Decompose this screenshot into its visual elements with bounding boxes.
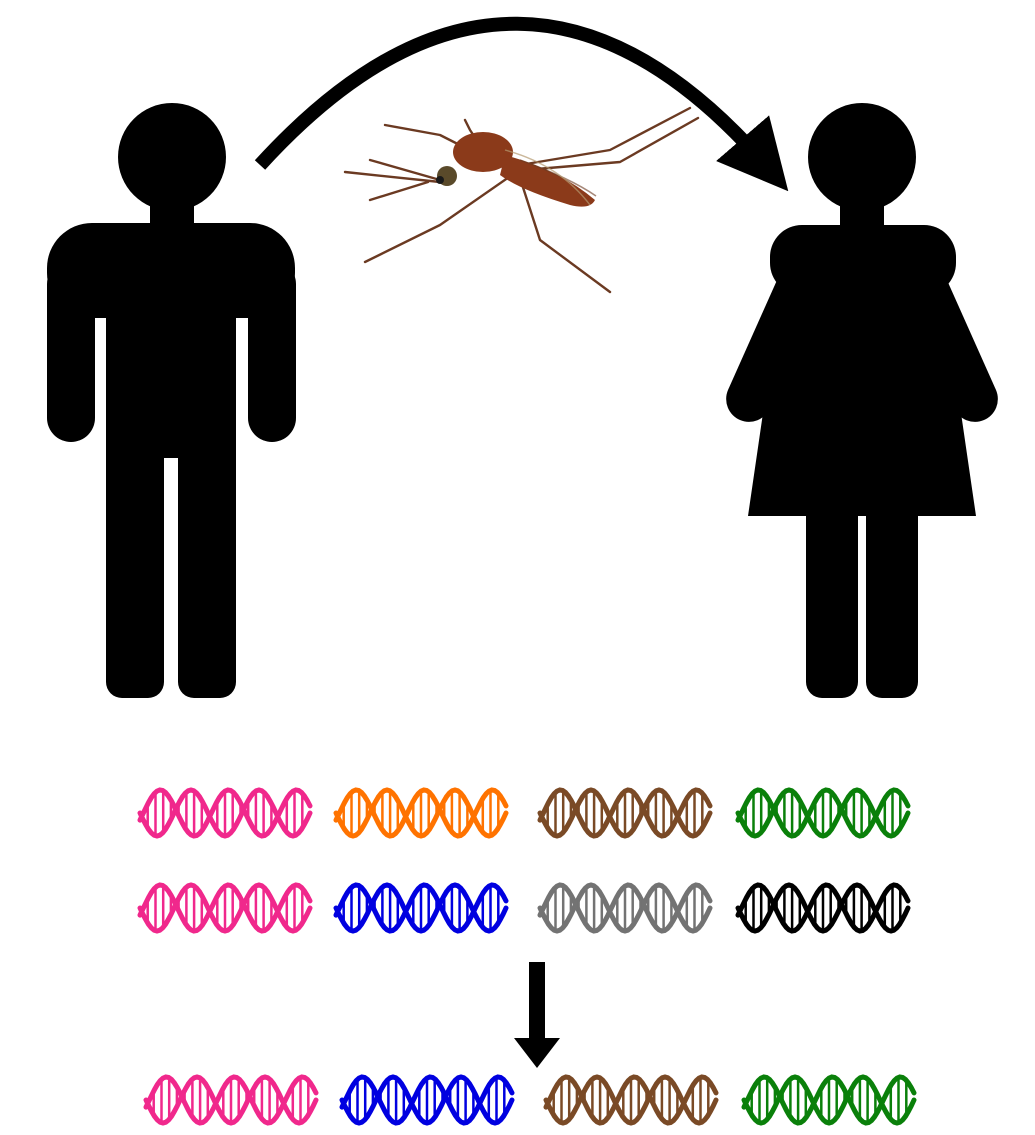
mosquito-icon <box>345 108 698 292</box>
dna-helix-icon <box>738 790 908 836</box>
dna-helix-icon <box>140 885 310 931</box>
dna-helix-icon <box>336 790 506 836</box>
dna-helix-icon <box>546 1077 716 1123</box>
curved-arrow-icon <box>260 24 770 170</box>
dna-helix-icon <box>336 885 506 931</box>
dna-helix-icon <box>140 790 310 836</box>
dna-helix-icon <box>540 885 710 931</box>
dna-helix-icon <box>146 1077 316 1123</box>
dna-helix-icon <box>744 1077 914 1123</box>
down-arrow-icon <box>514 962 560 1068</box>
parent-dna-group <box>140 790 908 931</box>
dna-helix-icon <box>540 790 710 836</box>
offspring-dna-group <box>146 1077 914 1123</box>
woman-icon <box>726 103 998 698</box>
man-icon <box>47 103 296 698</box>
dna-helix-icon <box>342 1077 512 1123</box>
dna-helix-icon <box>738 885 908 931</box>
